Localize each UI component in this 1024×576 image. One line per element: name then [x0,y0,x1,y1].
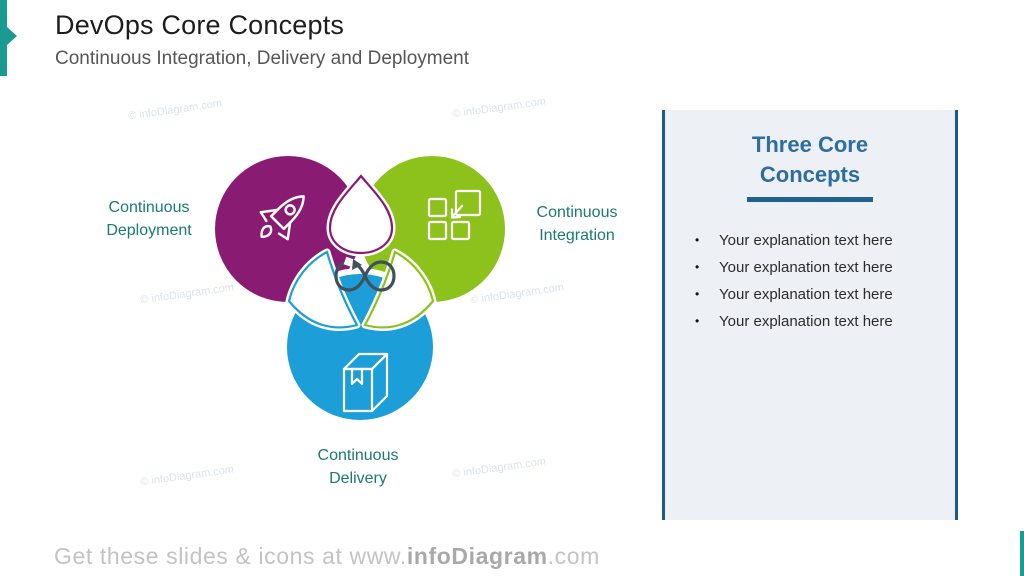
list-item: • Your explanation text here [665,281,955,308]
teal-accent-bar-top-left [0,0,7,76]
panel-bullet-list: • Your explanation text here • Your expl… [665,227,955,335]
list-item: • Your explanation text here [665,227,955,254]
bullet-dot: • [695,233,700,247]
infinity-loop-icon [334,256,396,292]
package-box-icon [342,352,389,413]
footer-brand-link[interactable]: infoDiagram [406,543,548,569]
label-continuous-integration: Continuous Integration [536,204,618,244]
slide-subtitle: Continuous Integration, Delivery and Dep… [55,48,470,69]
integration-modules-icon [427,189,482,241]
teal-chevron-icon [7,27,17,45]
panel-title-underline [747,197,873,202]
slide-title: DevOps Core Concepts [55,10,345,40]
watermark: © infoDiagram.com [127,97,223,123]
bullet-dot: • [695,260,700,274]
teal-accent-bar-bottom-right [1020,531,1024,576]
intersection-petal-left [287,250,359,329]
rocket-icon [259,195,305,241]
intersection-petal-top [328,174,394,255]
bullet-dot: • [695,287,700,301]
watermark: © infoDiagram.com [451,455,547,481]
footer-promo: Get these slides & icons at www.infoDiag… [54,543,600,570]
list-item: • Your explanation text here [665,308,955,335]
watermark: © infoDiagram.com [139,463,235,489]
label-continuous-deployment: Continuous Deployment [106,199,192,239]
list-item: • Your explanation text here [665,254,955,281]
panel-title: Three Core Concepts [751,132,869,187]
watermark: © infoDiagram.com [451,95,547,121]
bullet-dot: • [695,314,700,328]
label-continuous-delivery: Continuous Delivery [317,447,399,487]
devops-venn-diagram [209,150,511,426]
footer-text-suffix: .com [547,543,600,569]
explanation-panel: Three Core Concepts • Your explanation t… [662,110,958,520]
footer-text-prefix: Get these slides & icons at www. [54,543,407,569]
